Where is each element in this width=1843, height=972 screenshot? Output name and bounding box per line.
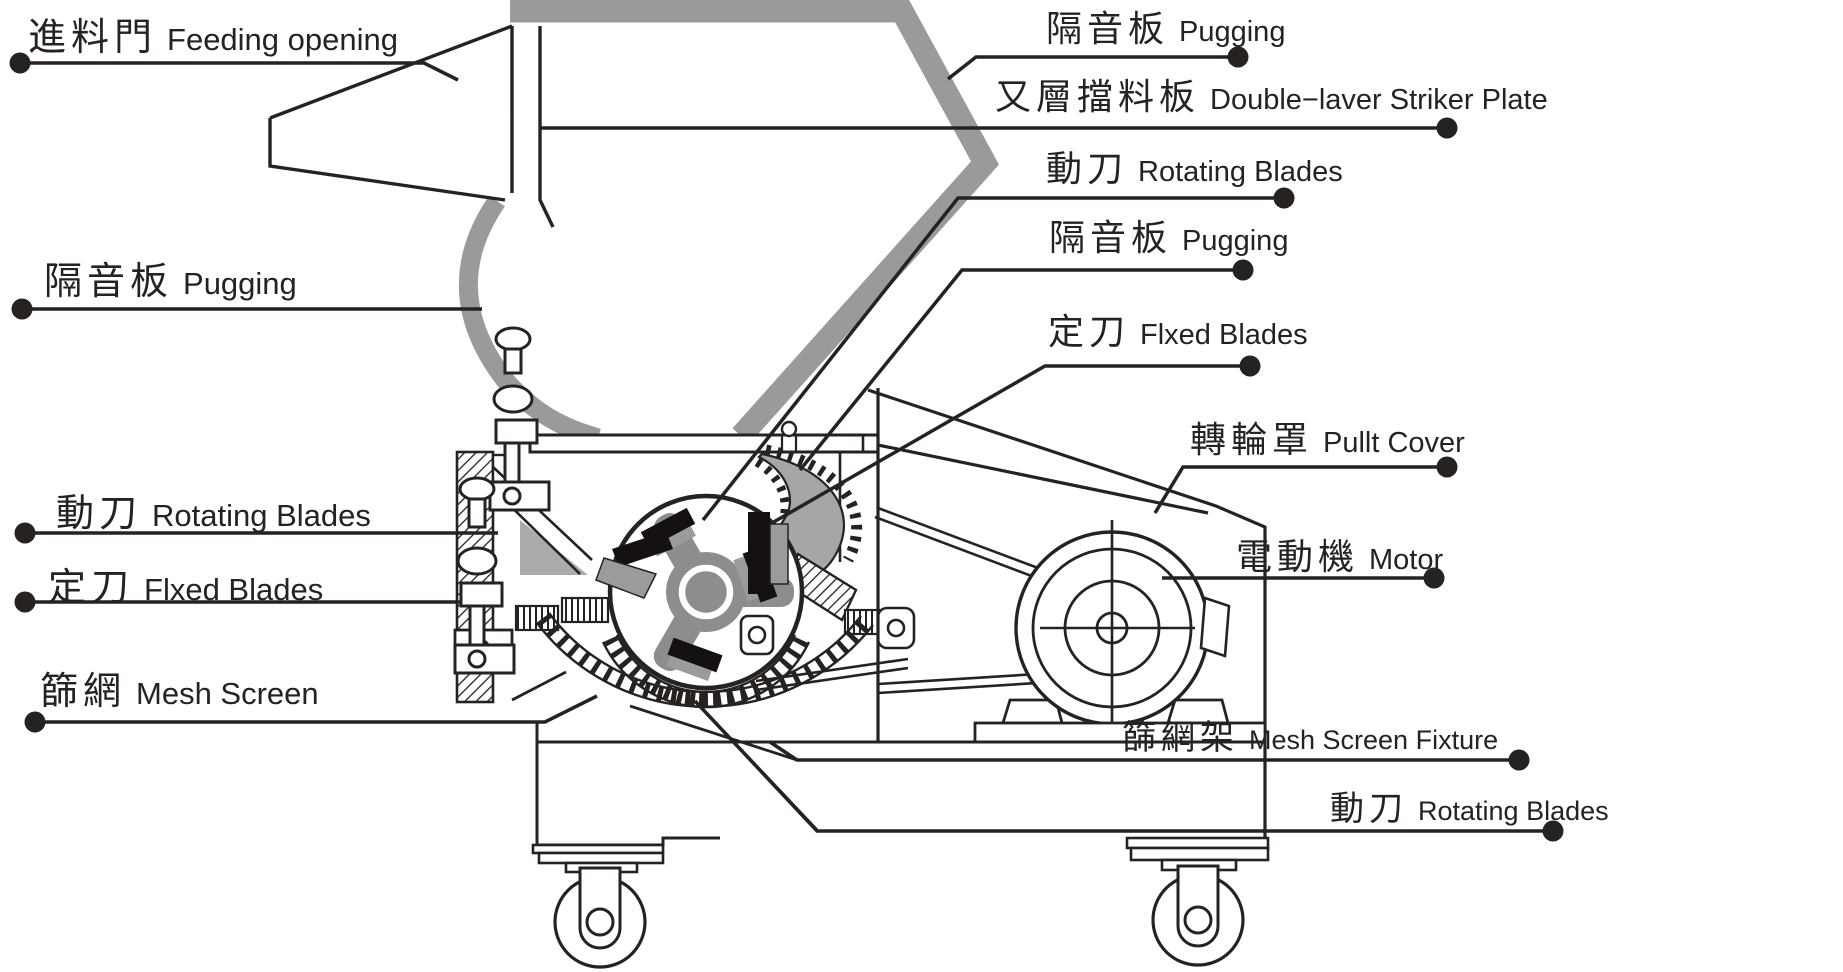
label-pugging-left: 隔音板 Pugging — [44, 250, 297, 305]
label-fixed-blades-right-zh: 定刀 — [1048, 311, 1131, 352]
label-feeding-opening-zh: 進料門 — [28, 17, 158, 59]
leader-fixed-blades-right — [771, 364, 1250, 525]
label-feeding-opening-en: Feeding opening — [167, 22, 398, 57]
leader-feeding-opening — [20, 61, 459, 82]
label-fixed-blades-right-en: Flxed Blades — [1140, 319, 1308, 351]
motor-crosshair — [1040, 520, 1195, 740]
fixed-blade-right — [748, 512, 789, 594]
label-mesh-screen-en: Mesh Screen — [136, 676, 319, 711]
caster-wheel-left — [531, 843, 665, 969]
leader-lines — [20, 55, 1553, 833]
label-mesh-screen: 篩網 Mesh Screen — [40, 660, 319, 715]
label-pugging-top-zh: 隔音板 — [1046, 8, 1170, 49]
label-pugging-mid: 隔音板 Pugging — [1049, 209, 1288, 261]
motor-assembly — [973, 520, 1267, 744]
toggle-clamp-lower — [453, 476, 516, 675]
label-rotating-blades-top-en: Rotating Blades — [1138, 156, 1343, 188]
cradle-lug-outer — [876, 606, 916, 650]
label-fixed-blades-left: 定刀 Flxed Blades — [48, 556, 323, 611]
noise-duct-right — [510, 0, 999, 444]
label-striker-plate: 又層擋料板 Double−laver Striker Plate — [995, 68, 1548, 120]
label-feeding-opening: 進料門 Feeding opening — [28, 6, 398, 61]
label-motor-en: Motor — [1369, 544, 1444, 576]
rotating-blade-bottom — [666, 637, 723, 681]
label-fixed-blades-left-en: Flxed Blades — [144, 572, 324, 607]
label-motor: 電動機 Motor — [1236, 528, 1443, 580]
cradle-lug-inner — [739, 614, 775, 656]
leader-mesh-screen — [35, 694, 598, 724]
toggle-clamp-upper — [488, 326, 551, 512]
leader-pugging-mid — [798, 268, 1243, 472]
leader-rotating-blades-bottom — [693, 699, 1553, 833]
label-pugging-mid-zh: 隔音板 — [1049, 217, 1173, 258]
label-mesh-screen-fixture: 篩網架 Mesh Screen Fixture — [1122, 710, 1498, 759]
label-motor-zh: 電動機 — [1236, 536, 1360, 577]
leader-dots — [9, 46, 1564, 842]
label-rotating-blades-left-en: Rotating Blades — [152, 498, 371, 533]
label-mesh-screen-fixture-zh: 篩網架 — [1122, 719, 1239, 757]
crushing-chamber — [453, 326, 916, 762]
mesh-fixture-band — [536, 612, 874, 708]
label-rotating-blades-top-zh: 動刀 — [1046, 148, 1129, 189]
label-fixed-blades-right: 定刀 Flxed Blades — [1048, 303, 1308, 355]
label-pugging-top: 隔音板 Pugging — [1046, 0, 1285, 52]
rotor-shaft — [678, 564, 734, 620]
label-rotating-blades-left-zh: 動刀 — [56, 493, 143, 535]
label-rotating-blades-bottom-en: Rotating Blades — [1418, 796, 1609, 826]
label-pugging-left-en: Pugging — [183, 266, 297, 301]
feeding-hopper — [268, 24, 555, 228]
label-striker-plate-en: Double−laver Striker Plate — [1210, 84, 1548, 116]
label-striker-plate-zh: 又層擋料板 — [995, 76, 1201, 117]
label-pulley-cover-zh: 轉輪罩 — [1190, 419, 1314, 460]
flange-hinge — [780, 420, 798, 452]
label-pugging-mid-en: Pugging — [1182, 225, 1289, 257]
label-rotating-blades-left: 動刀 Rotating Blades — [56, 482, 371, 537]
label-fixed-blades-left-zh: 定刀 — [48, 567, 135, 609]
motor-tab — [1199, 596, 1231, 658]
label-rotating-blades-bottom: 動刀 Rotating Blades — [1330, 781, 1609, 830]
fixed-blade-left — [595, 531, 673, 599]
leader-pugging-top — [946, 55, 1238, 81]
label-mesh-screen-zh: 篩網 — [40, 671, 127, 713]
leader-mesh-screen-fixture — [769, 740, 1519, 762]
label-pugging-left-zh: 隔音板 — [44, 261, 174, 303]
leader-pulley-cover — [1153, 465, 1447, 514]
noise-duct-left — [458, 195, 601, 448]
label-mesh-screen-fixture-en: Mesh Screen Fixture — [1249, 725, 1499, 755]
label-rotating-blades-bottom-zh: 動刀 — [1330, 790, 1408, 828]
label-pugging-top-en: Pugging — [1179, 16, 1286, 48]
label-pulley-cover-en: Pullt Cover — [1323, 427, 1465, 459]
label-pulley-cover: 轉輪罩 Pullt Cover — [1190, 411, 1465, 463]
label-rotating-blades-top: 動刀 Rotating Blades — [1046, 140, 1343, 192]
caster-wheel-right — [1125, 836, 1270, 967]
leader-rotating-blades-top — [701, 196, 1284, 522]
